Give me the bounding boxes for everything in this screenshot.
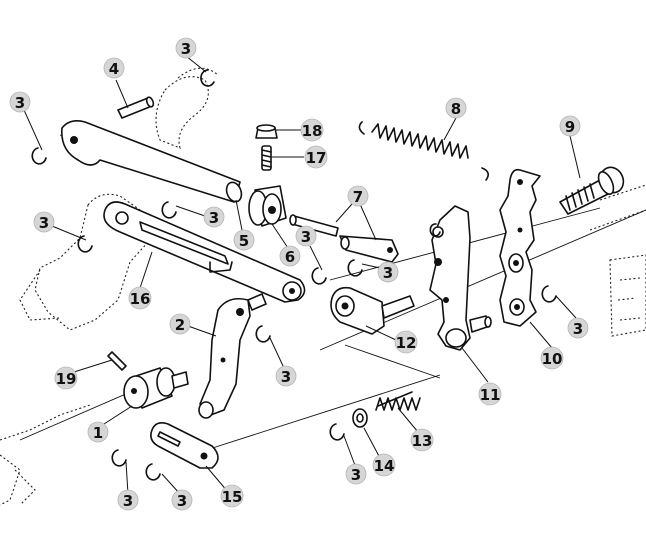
part-16-slotted-link (103, 201, 306, 303)
callout-9: 9 (559, 115, 581, 137)
callout-3-left-top: 3 (9, 91, 31, 113)
callout-label: 16 (130, 290, 151, 308)
callout-label: 3 (281, 368, 291, 386)
callout-17: 17 (304, 145, 328, 169)
leader-lines (23, 55, 581, 495)
callout-label: 10 (542, 350, 563, 368)
part-12-eccentric (330, 286, 415, 335)
callout-19: 19 (54, 366, 78, 390)
machine-frame-outline-top (155, 67, 219, 149)
callout-3-center: 3 (295, 225, 317, 247)
callout-6: 6 (279, 245, 301, 267)
machine-frame-outline-right (589, 184, 646, 337)
callout-label: 17 (306, 149, 327, 167)
callout-label: 12 (396, 334, 417, 352)
callout-3-lever: 3 (275, 365, 297, 387)
part-18-nut (255, 124, 278, 139)
callout-15: 15 (220, 484, 244, 508)
callout-label: 18 (302, 122, 323, 140)
callout-label: 3 (39, 214, 49, 232)
callout-7: 7 (347, 185, 369, 207)
callout-label: 3 (351, 466, 361, 484)
callout-label: 3 (181, 40, 191, 58)
callout-3-mid: 3 (203, 206, 225, 228)
callout-16: 16 (128, 286, 152, 310)
callout-13: 13 (410, 428, 434, 452)
callout-label: 13 (412, 432, 433, 450)
callout-label: 11 (480, 386, 501, 404)
callout-11: 11 (478, 382, 502, 406)
callout-label: 3 (15, 94, 25, 112)
callout-8: 8 (445, 97, 467, 119)
part-10-cam-lever (499, 168, 541, 327)
callout-14: 14 (372, 453, 396, 477)
callout-label: 3 (177, 492, 187, 510)
part-17-screw (261, 145, 272, 171)
callout-label: 3 (383, 264, 393, 282)
part-2-lever (198, 293, 267, 419)
callout-2: 2 (169, 313, 191, 335)
callout-label: 3 (123, 492, 133, 510)
machine-frame-outline-left (0, 193, 151, 506)
callout-1: 1 (87, 421, 109, 443)
callout-label: 15 (222, 488, 243, 506)
callout-label: 7 (353, 188, 363, 206)
callout-3-bottom: 3 (171, 489, 193, 511)
callout-label: 14 (374, 457, 395, 475)
callout-label: 6 (285, 248, 295, 266)
callout-label: 9 (565, 118, 575, 136)
part-5-lever-rod (61, 120, 243, 203)
callout-3-mid-left: 3 (33, 211, 55, 233)
callout-label: 3 (301, 228, 311, 246)
part-7-pins (289, 214, 399, 263)
part-15-link-plate (150, 422, 219, 469)
callout-12: 12 (394, 330, 418, 354)
callout-3-right: 3 (567, 317, 589, 339)
assembly-guide-lines (19, 134, 646, 453)
callout-5: 5 (233, 229, 255, 251)
part-9-shoulder-screw (559, 166, 625, 215)
part-8-tension-spring (358, 121, 490, 181)
callout-3-spring: 3 (345, 463, 367, 485)
callout-3-bottom-left: 3 (117, 489, 139, 511)
callout-label: 1 (93, 424, 103, 442)
part-3-retaining-clips (31, 69, 557, 481)
callout-label: 19 (56, 370, 77, 388)
callout-4: 4 (103, 57, 125, 79)
part-4-pin (117, 96, 155, 119)
callout-10: 10 (540, 346, 564, 370)
part-14-washer (352, 408, 368, 428)
callout-label: 4 (109, 60, 119, 78)
callout-3-top: 3 (175, 37, 197, 59)
callout-label: 5 (239, 232, 249, 250)
part-11-bracket (429, 205, 492, 351)
part-6-collar (248, 185, 287, 227)
callout-label: 2 (175, 316, 185, 334)
callout-label: 8 (451, 100, 461, 118)
callout-3-center-right: 3 (377, 261, 399, 283)
callout-18: 18 (300, 118, 324, 142)
callout-label: 3 (573, 320, 583, 338)
callout-label: 3 (209, 209, 219, 227)
part-13-compression-spring (375, 391, 421, 411)
part-19-pin (107, 351, 127, 371)
part-1-roller (123, 367, 189, 409)
